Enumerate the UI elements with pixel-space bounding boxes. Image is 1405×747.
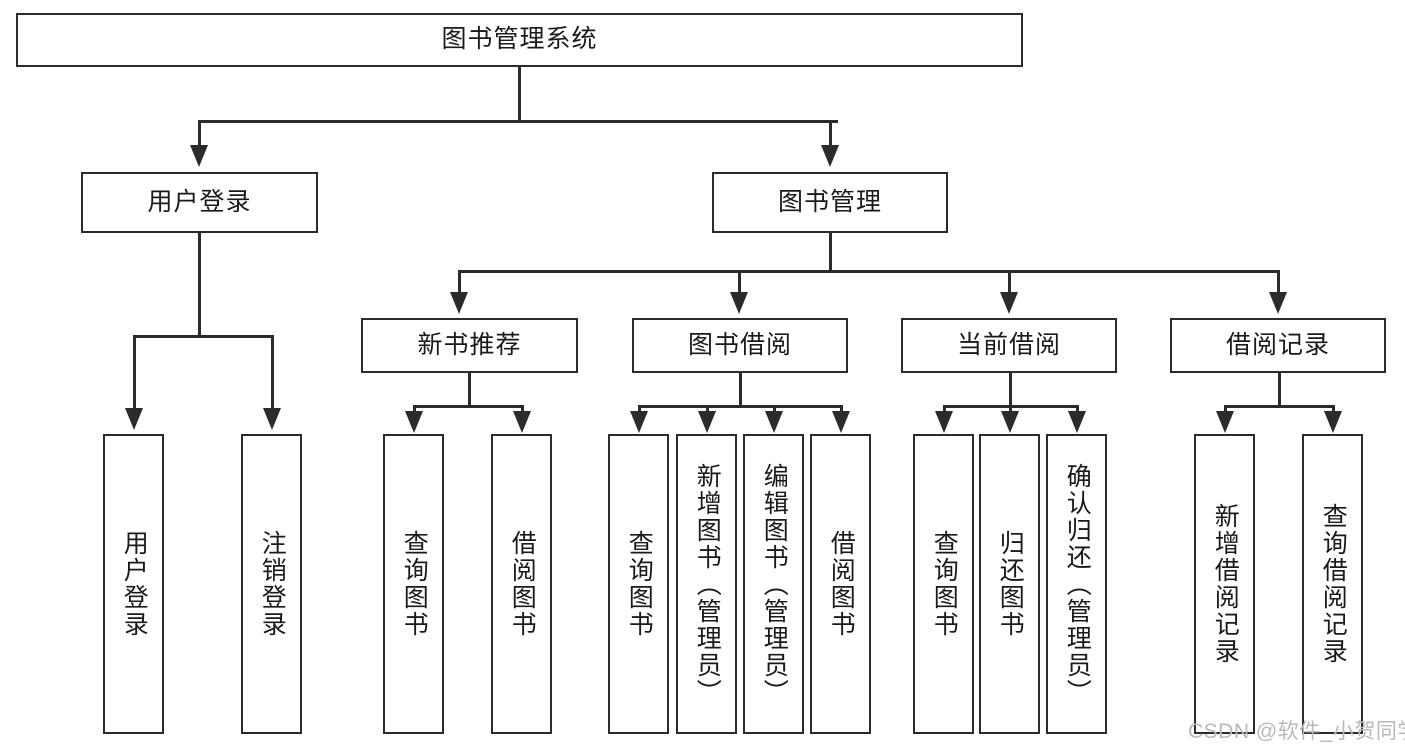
node-label: 图书管理系统 [441,25,598,54]
connector-user-login-bus [133,335,273,338]
node-new-book-recommend[interactable]: 新书推荐 [361,318,578,373]
leaf-cb-return-book[interactable]: 归还图书 [979,434,1040,734]
connector-root-drop-book-management [829,120,832,145]
connector-nbr-drop-1 [413,405,416,413]
arrowhead-bb-query-book [630,411,648,433]
leaf-label: 借阅图书 [827,530,856,638]
connector-user-login-stem [198,233,201,335]
leaf-cb-confirm-return-admin[interactable]: 确认归还（管理员） [1046,434,1107,734]
connector-book-management-bus [458,270,1280,273]
connector-root-drop-user-login [198,120,201,145]
connector-bm-drop-new-book [458,270,461,292]
leaf-label: 新增借阅记录 [1211,503,1240,665]
arrowhead-book-borrow [730,292,748,314]
arrowhead-cb-return-book [1001,411,1019,433]
node-label: 借阅记录 [1225,330,1330,359]
connector-cb-drop-1 [943,405,946,413]
leaf-cb-query-book[interactable]: 查询图书 [913,434,974,734]
leaf-label: 用户登录 [120,530,149,638]
connector-bb-drop-3 [773,405,776,413]
connector-bb-drop-4 [840,405,843,413]
connector-br-stem [1278,373,1281,406]
node-current-borrow[interactable]: 当前借阅 [901,318,1117,373]
connector-root-stem [518,67,521,120]
leaf-user-login[interactable]: 用户登录 [103,434,164,734]
arrowhead-cb-query-book [935,411,953,433]
leaf-nbr-borrow-book[interactable]: 借阅图书 [491,434,552,734]
leaf-label: 确认归还（管理员） [1063,462,1092,706]
leaf-label: 编辑图书（管理员） [760,462,789,706]
arrowhead-bb-add-book [698,411,716,433]
node-user-login[interactable]: 用户登录 [81,172,318,233]
connector-br-drop-1 [1224,405,1227,413]
connector-bm-drop-book-borrow [738,270,741,292]
connector-root-bus [198,120,838,123]
leaf-label: 借阅图书 [508,530,537,638]
connector-bb-drop-1 [638,405,641,413]
arrowhead-cb-confirm-return [1068,411,1086,433]
leaf-bb-edit-book-admin[interactable]: 编辑图书（管理员） [743,434,804,734]
leaf-label: 查询借阅记录 [1319,503,1348,665]
leaf-bb-query-book[interactable]: 查询图书 [608,434,669,734]
arrowhead-nbr-query-book [405,411,423,433]
connector-br-bus [1224,405,1335,408]
connector-user-login-drop-2 [271,335,274,408]
node-label: 图书管理 [777,187,882,216]
leaf-bb-add-book-admin[interactable]: 新增图书（管理员） [676,434,737,734]
leaf-label: 查询图书 [400,530,429,638]
leaf-br-add-borrow-record[interactable]: 新增借阅记录 [1194,434,1255,734]
leaf-label: 注销登录 [258,530,287,638]
node-label: 图书借阅 [687,330,792,359]
leaf-logout-login[interactable]: 注销登录 [241,434,302,734]
connector-br-drop-2 [1332,405,1335,413]
node-label: 用户登录 [147,187,252,216]
arrowhead-borrow-record [1269,292,1287,314]
arrowhead-bb-edit-book [765,411,783,433]
connector-bb-stem [739,373,742,406]
node-label: 新书推荐 [417,330,522,359]
leaf-nbr-query-book[interactable]: 查询图书 [383,434,444,734]
connector-cb-drop-2 [1009,405,1012,413]
leaf-bb-borrow-book[interactable]: 借阅图书 [810,434,871,734]
arrowhead-nbr-borrow-book [513,411,531,433]
connector-nbr-bus [413,405,524,408]
arrowhead-current-borrow [1000,292,1018,314]
arrowhead-user-login [190,145,208,167]
arrowhead-br-query-record [1324,411,1342,433]
arrowhead-br-add-record [1216,411,1234,433]
connector-nbr-stem [468,373,471,406]
leaf-br-query-borrow-record[interactable]: 查询借阅记录 [1302,434,1363,734]
connector-nbr-drop-2 [521,405,524,413]
arrowhead-leaf-user-login [125,408,143,430]
leaf-label: 新增图书（管理员） [693,462,722,706]
arrowhead-new-book-recommend [450,292,468,314]
node-root-book-management-system[interactable]: 图书管理系统 [16,13,1023,67]
leaf-label: 查询图书 [930,530,959,638]
connector-user-login-drop-1 [133,335,136,408]
node-book-borrow[interactable]: 图书借阅 [632,318,848,373]
connector-bb-drop-2 [706,405,709,413]
arrowhead-book-management [821,145,839,167]
csdn-watermark: CSDN @软件_小贺同学 [1188,720,1405,743]
arrowhead-bb-borrow-book [832,411,850,433]
connector-cb-drop-3 [1076,405,1079,413]
node-borrow-record[interactable]: 借阅记录 [1170,318,1386,373]
connector-bm-drop-borrow-record [1277,270,1280,292]
connector-bb-bus [638,405,842,408]
node-label: 当前借阅 [956,330,1061,359]
connector-cb-stem [1009,373,1012,406]
connector-bm-drop-current-borrow [1008,270,1011,292]
node-book-management[interactable]: 图书管理 [712,172,948,233]
connector-book-management-stem [829,233,832,271]
arrowhead-leaf-logout [263,408,281,430]
leaf-label: 归还图书 [996,530,1025,638]
leaf-label: 查询图书 [625,530,654,638]
